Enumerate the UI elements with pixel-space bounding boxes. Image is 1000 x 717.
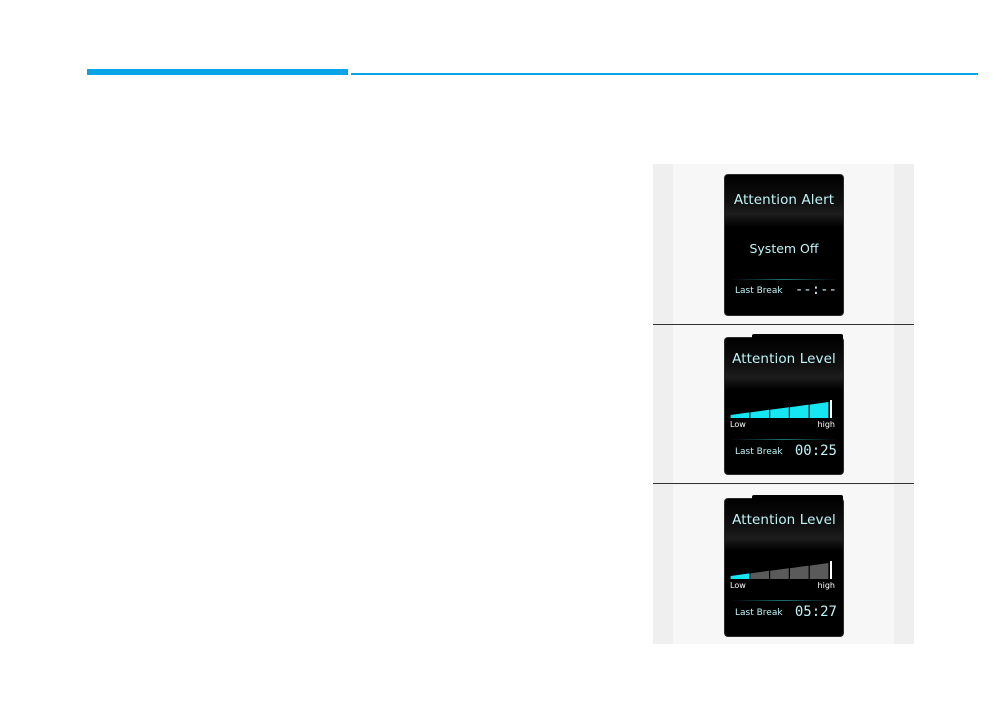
title-band bbox=[725, 499, 843, 551]
separator bbox=[731, 279, 837, 280]
last-break-label: Last Break bbox=[735, 608, 783, 618]
level-segment-inactive bbox=[809, 563, 829, 579]
cluster-screen-system-off: Attention Alert System Off Last Break --… bbox=[725, 175, 843, 315]
cluster-screen-level-low: Attention Level Low high Last Break 05:2… bbox=[725, 495, 843, 636]
level-segment-inactive bbox=[790, 565, 809, 579]
level-segment-active bbox=[809, 402, 829, 418]
level-max-marker bbox=[830, 400, 832, 418]
system-status: System Off bbox=[749, 241, 819, 256]
level-max-marker bbox=[830, 561, 832, 579]
high-label: high bbox=[817, 581, 835, 590]
level-segment-active bbox=[790, 404, 809, 418]
level-segment-active bbox=[730, 412, 750, 418]
level-segment-active bbox=[770, 407, 789, 418]
title-band bbox=[725, 338, 843, 390]
level-segment-inactive bbox=[750, 570, 769, 579]
section-header-rule-thin bbox=[351, 73, 978, 75]
low-label: Low bbox=[730, 581, 746, 590]
screen-title: Attention Alert bbox=[733, 192, 835, 208]
display-illustration: Attention Alert System Off Last Break --… bbox=[653, 164, 914, 644]
panel-divider bbox=[653, 324, 914, 325]
title-band bbox=[725, 175, 843, 227]
last-break-value: 00:25 bbox=[794, 443, 837, 459]
screen-title: Attention Level bbox=[732, 512, 836, 528]
level-segment-inactive bbox=[770, 568, 789, 579]
last-break-value: 05:27 bbox=[794, 604, 837, 620]
attention-level-meter bbox=[730, 561, 832, 579]
low-label: Low bbox=[730, 420, 746, 429]
cluster-screen-level-high: Attention Level Low high Last Break 00:2… bbox=[725, 334, 843, 474]
screen-tab bbox=[752, 334, 843, 339]
level-segment-active bbox=[730, 573, 750, 579]
separator bbox=[731, 600, 837, 601]
attention-level-meter bbox=[730, 400, 832, 418]
last-break-label: Last Break bbox=[735, 447, 783, 457]
last-break-value: --:-- bbox=[794, 282, 837, 298]
separator bbox=[731, 439, 837, 440]
panel-divider bbox=[653, 483, 914, 484]
section-header-rule-thick bbox=[87, 69, 348, 75]
screen-tab bbox=[752, 495, 843, 500]
last-break-label: Last Break bbox=[735, 286, 783, 296]
screen-title: Attention Level bbox=[732, 351, 836, 367]
level-segment-active bbox=[750, 409, 769, 418]
high-label: high bbox=[817, 420, 835, 429]
